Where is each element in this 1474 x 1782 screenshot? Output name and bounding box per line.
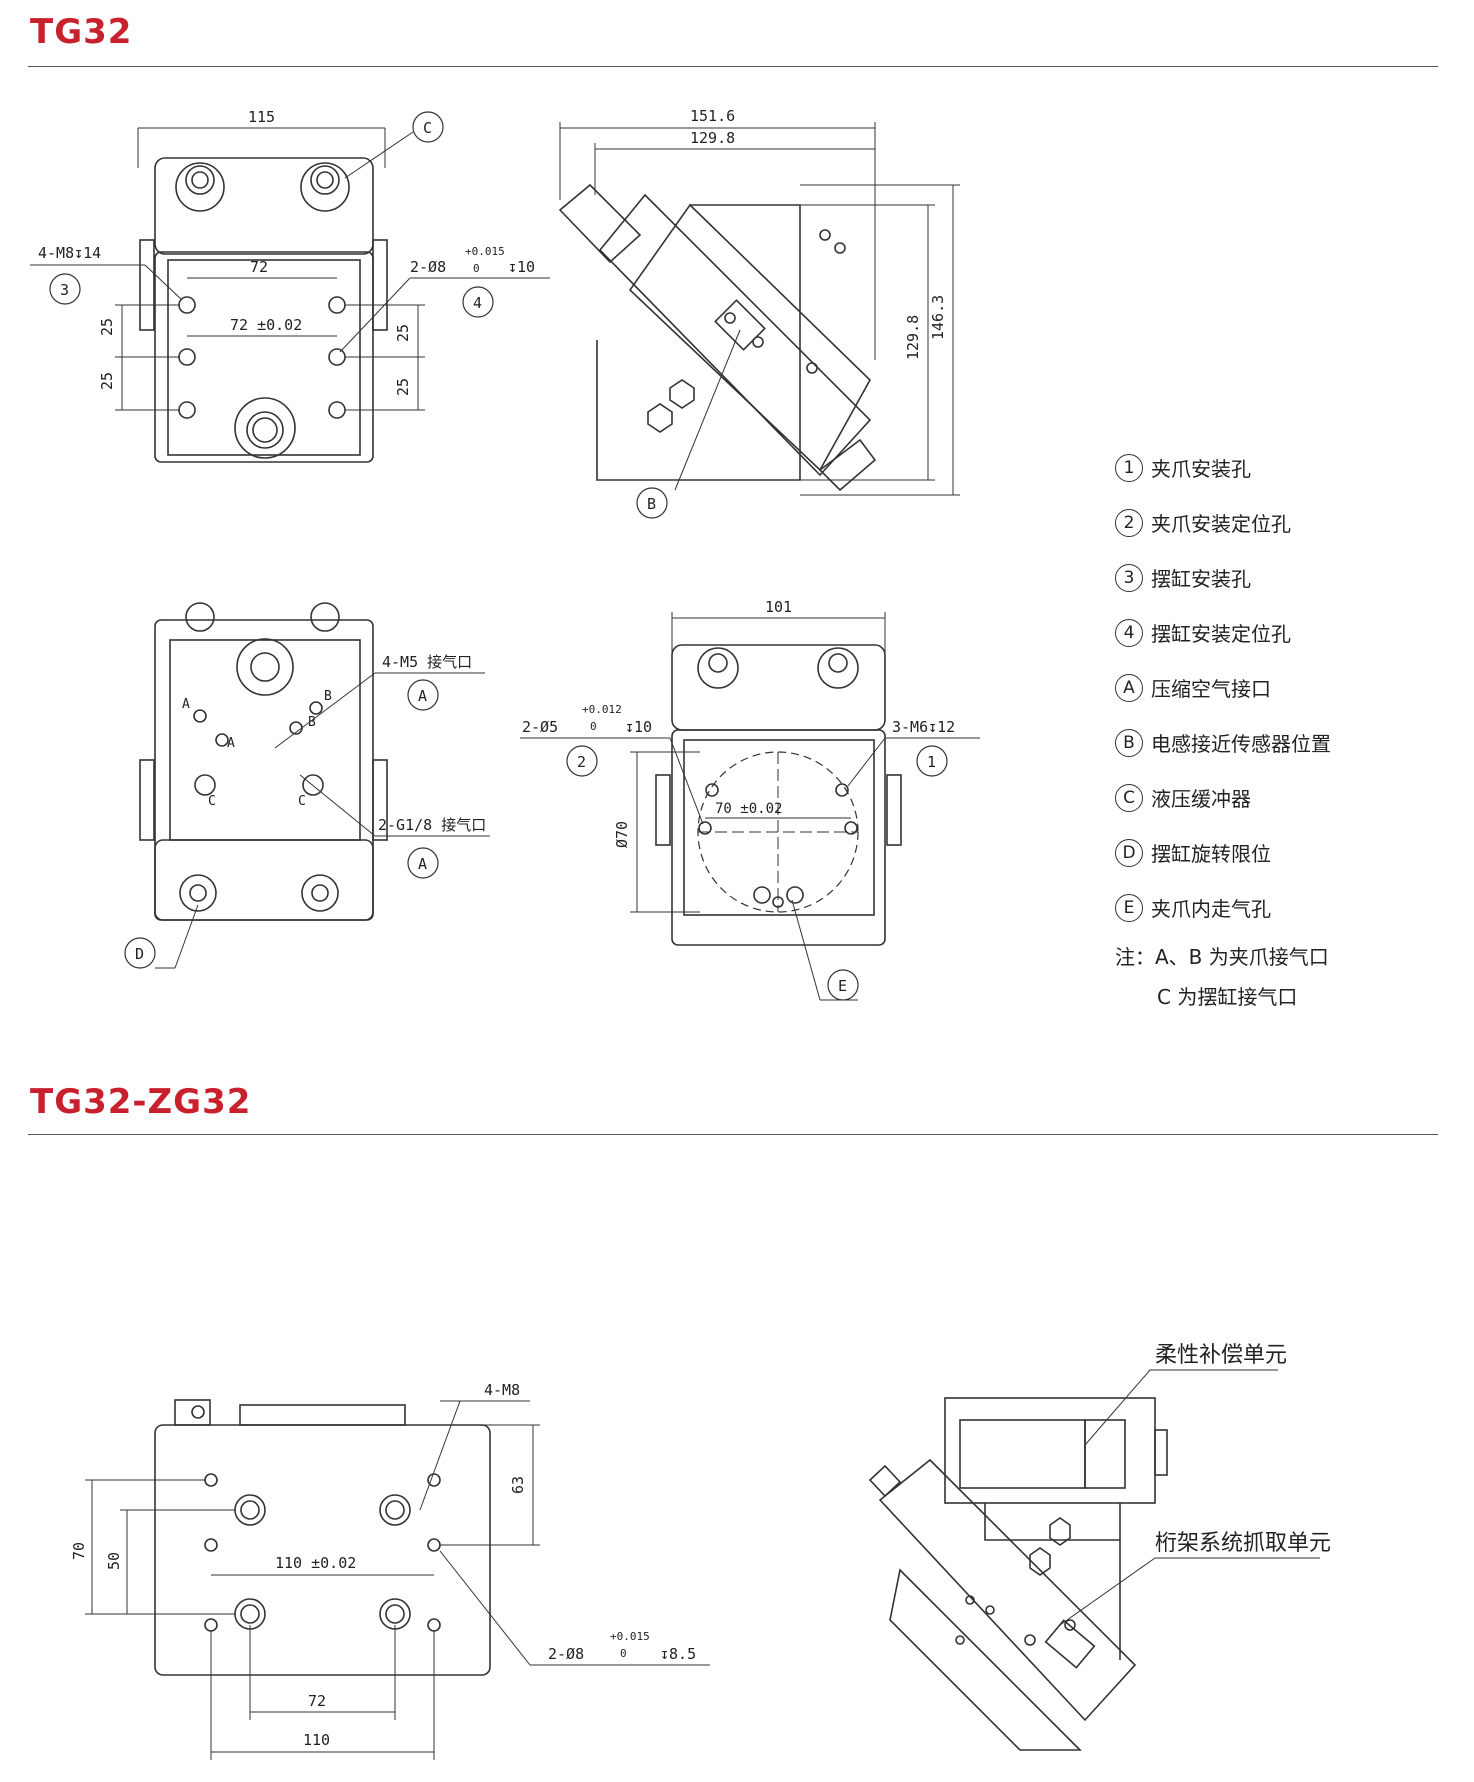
dim-63: 63 — [509, 1476, 527, 1494]
label-flex-compensation: 柔性补偿单元 — [1155, 1343, 1287, 1368]
legend-item: 1 夹爪安装孔 — [1115, 440, 1445, 495]
callout-a-m5: A — [418, 687, 427, 705]
legend-item: C 液压缓冲器 — [1115, 770, 1445, 825]
callout-b-side: B — [647, 495, 656, 513]
hole-2-dia5-tol-up: +0.012 — [582, 703, 622, 716]
hole-2-dia8-zg-tol-lo: 0 — [620, 1647, 627, 1660]
legend-item: 3 摆缸安装孔 — [1115, 550, 1445, 605]
legend-text: 摆缸旋转限位 — [1151, 842, 1271, 866]
dim-101: 101 — [765, 598, 792, 616]
dim-70-zg: 70 — [70, 1542, 88, 1560]
dim-50-zg: 50 — [105, 1552, 123, 1570]
label-b-port-2: B — [308, 715, 316, 730]
hole-2-dia5: 2-Ø5 — [522, 718, 558, 736]
callout-2: 2 — [577, 753, 586, 771]
callout-e: E — [838, 977, 847, 995]
label-c-port-2: C — [298, 794, 306, 809]
dim-25-right-b: 25 — [394, 378, 412, 396]
legend-text: 夹爪内走气孔 — [1151, 897, 1271, 921]
note-line-1: 注：A、B 为夹爪接气口 — [1115, 944, 1329, 969]
dim-72-tol: 72 ±0.02 — [230, 316, 302, 334]
dim-110-tol: 110 ±0.02 — [275, 1554, 356, 1572]
hole-2-dia8-zg-depth: ↧8.5 — [660, 1645, 696, 1663]
callout-1: 1 — [927, 753, 936, 771]
label-b-port-1: B — [324, 689, 332, 704]
hole-2-dia8-depth: ↧10 — [508, 258, 535, 276]
hole-3-m6: 3-M6↧12 — [892, 718, 955, 736]
legend-badge: 4 — [1115, 618, 1143, 647]
view-zg-left: 4-M8 63 70 50 110 ±0.02 72 110 2-Ø8 +0.0… — [70, 1381, 710, 1760]
hole-4-m8: 4-M8↧14 — [38, 244, 101, 262]
legend-text: 夹爪安装定位孔 — [1151, 512, 1291, 536]
hole-4-m8-zg: 4-M8 — [484, 1381, 520, 1399]
legend-badge: B — [1115, 728, 1143, 757]
legend-text: 电感接近传感器位置 — [1151, 732, 1331, 756]
hole-2-dia8-zg: 2-Ø8 — [548, 1645, 584, 1663]
dim-72-top: 72 — [250, 258, 268, 276]
section-divider-1 — [28, 66, 1438, 67]
section-title-tg32-zg32: TG32-ZG32 — [30, 1082, 252, 1122]
dim-129-8-horizontal: 129.8 — [690, 129, 735, 147]
dim-dia70: Ø70 — [613, 821, 631, 848]
dim-146-3: 146.3 — [929, 295, 947, 340]
label-gantry-gripper: 桁架系统抓取单元 — [1155, 1531, 1331, 1556]
hole-2-dia8-tol-up: +0.015 — [465, 245, 505, 258]
legend-text: 摆缸安装定位孔 — [1151, 622, 1291, 646]
label-c-port-1: C — [208, 794, 216, 809]
legend-text: 夹爪安装孔 — [1151, 457, 1251, 481]
legend-item: 2 夹爪安装定位孔 — [1115, 495, 1445, 550]
dim-25-left-b: 25 — [98, 372, 116, 390]
legend-item: B 电感接近传感器位置 — [1115, 715, 1445, 770]
hole-2-dia5-depth: ↧10 — [625, 718, 652, 736]
hole-2-dia5-tol-lo: 0 — [590, 720, 597, 733]
legend-badge: 3 — [1115, 563, 1143, 592]
note-line-2: C 为摆缸接气口 — [1157, 984, 1298, 1009]
dim-72-zg: 72 — [308, 1692, 326, 1710]
callout-d: D — [135, 945, 144, 963]
view-top-left: 115 72 72 ±0.02 25 25 25 25 4-M8↧14 3 — [30, 108, 550, 463]
section-divider-2 — [28, 1134, 1438, 1135]
callout-4: 4 — [473, 294, 482, 312]
legend-badge: A — [1115, 673, 1143, 702]
legend-item: 4 摆缸安装定位孔 — [1115, 605, 1445, 660]
view-top-right: 151.6 129.8 129.8 146.3 B — [558, 107, 960, 519]
legend-item: A 压缩空气接口 — [1115, 660, 1445, 715]
label-a-port-2: A — [227, 736, 235, 751]
view-bottom-right: 101 70 ±0.02 Ø70 2-Ø5 +0.012 0 ↧10 2 3-M… — [520, 598, 980, 1001]
dim-129-8-vertical: 129.8 — [904, 315, 922, 360]
legend-badge: C — [1115, 783, 1143, 812]
callout-c-top: C — [423, 119, 432, 137]
legend-text: 压缩空气接口 — [1151, 677, 1271, 701]
legend-badge: E — [1115, 893, 1143, 922]
dim-25-left-a: 25 — [98, 318, 116, 336]
dim-70-tol: 70 ±0.02 — [715, 801, 782, 817]
legend-item: E 夹爪内走气孔 — [1115, 880, 1445, 935]
dim-25-right-a: 25 — [394, 324, 412, 342]
hole-2-dia8-zg-tol-up: +0.015 — [610, 1630, 650, 1643]
section-title-tg32: TG32 — [30, 12, 133, 52]
legend-badge: 1 — [1115, 453, 1143, 482]
dim-110-zg: 110 — [303, 1731, 330, 1749]
dim-151-6: 151.6 — [690, 107, 735, 125]
port-g18: 2-G1/8 接气口 — [378, 816, 486, 834]
legend-badge: 2 — [1115, 508, 1143, 537]
dim-115: 115 — [248, 108, 275, 126]
legend-text: 摆缸安装孔 — [1151, 567, 1251, 591]
legend-text: 液压缓冲器 — [1151, 787, 1251, 811]
label-a-port-1: A — [182, 697, 190, 712]
view-zg-right: 柔性补偿单元 桁架系统抓取单元 — [868, 1343, 1331, 1751]
port-m5: 4-M5 接气口 — [382, 653, 472, 671]
legend-badge: D — [1115, 838, 1143, 867]
callout-3: 3 — [60, 281, 69, 299]
hole-2-dia8-tol-lo: 0 — [473, 262, 480, 275]
legend-item: D 摆缸旋转限位 — [1115, 825, 1445, 880]
hole-2-dia8: 2-Ø8 — [410, 258, 446, 276]
callout-a-g18: A — [418, 855, 427, 873]
view-bottom-left: A A B B C C 4-M5 接气口 A 2-G1/8 接气口 A D — [124, 602, 490, 969]
